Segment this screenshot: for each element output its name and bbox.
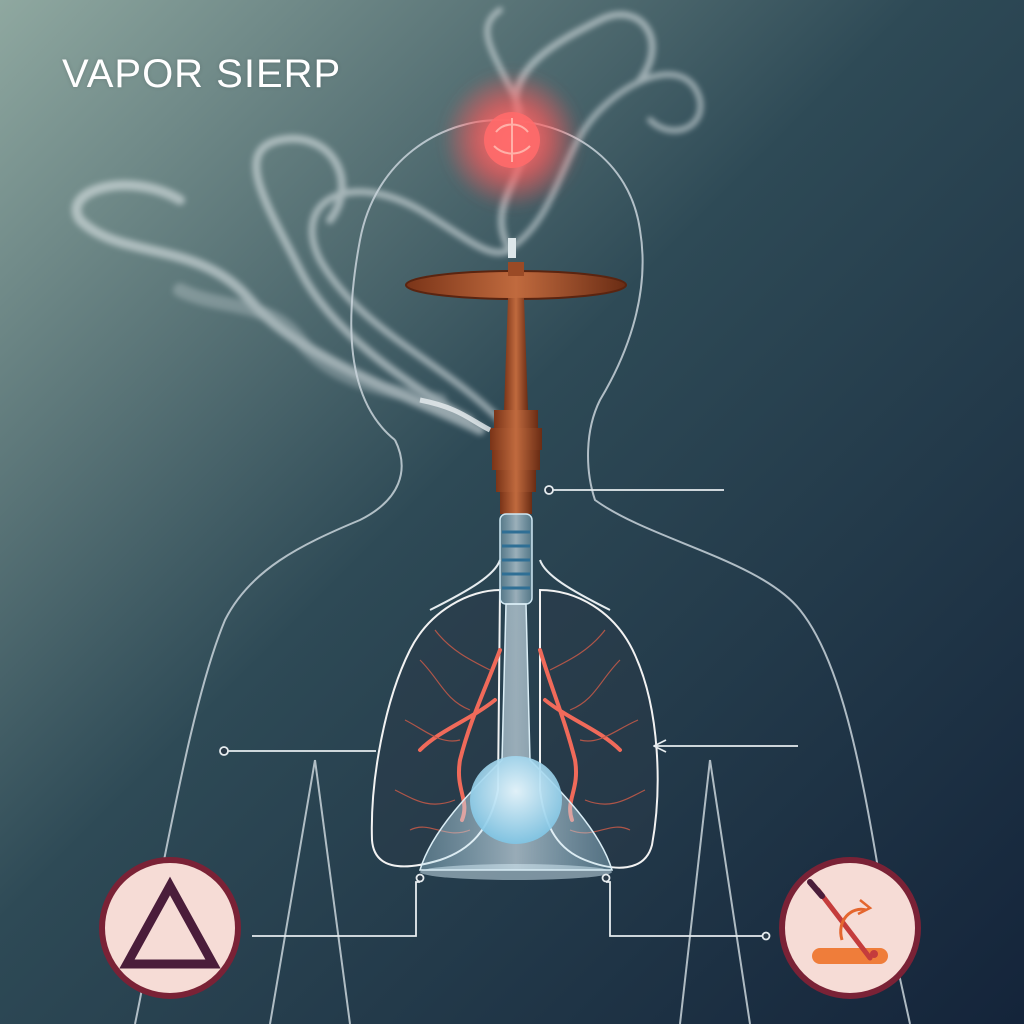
vape-device-icon (807, 879, 888, 964)
callout-lines (219, 485, 798, 941)
collar-outline (429, 559, 611, 611)
callout-dot-top (544, 485, 554, 495)
page-title: VAPOR SIERP (62, 52, 342, 96)
brain-glow (442, 70, 582, 210)
water-bowl (470, 756, 562, 844)
callout-dot-left (219, 746, 229, 756)
callout-arrow-right (653, 739, 667, 753)
stem (504, 298, 528, 410)
mouth-tip (508, 238, 516, 258)
warning-badge (99, 857, 241, 999)
warning-triangle-icon (119, 876, 221, 969)
vape-badge (779, 857, 921, 999)
hose (419, 397, 492, 433)
stem-collar (494, 410, 538, 428)
vape-device (405, 238, 627, 880)
